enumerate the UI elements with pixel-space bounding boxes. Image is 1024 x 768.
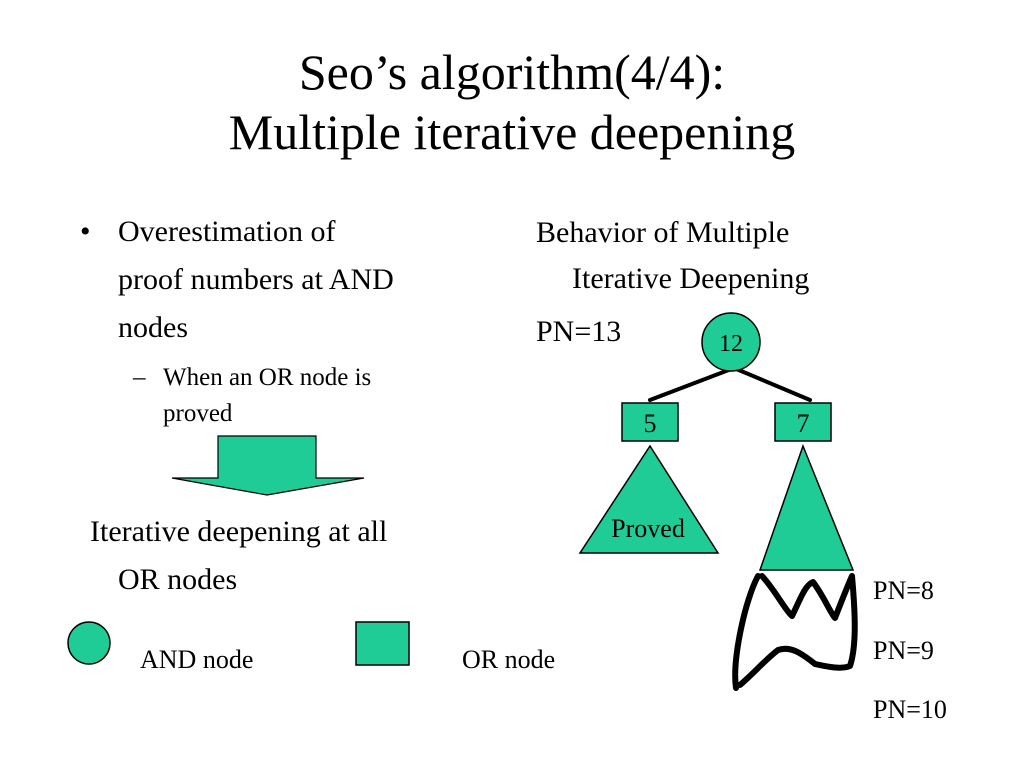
right-child-value: 7 bbox=[797, 409, 810, 438]
diagram-heading-line-2: Iterative Deepening bbox=[572, 262, 810, 295]
root-pn-label: PN=13 bbox=[536, 315, 622, 348]
left-subtree-triangle bbox=[578, 444, 720, 554]
main-bullet: • Overestimation of proof numbers at AND… bbox=[80, 208, 510, 352]
sub-bullet-line-1: When an OR node is bbox=[163, 364, 372, 391]
right-or-node bbox=[774, 402, 832, 442]
left-child-value: 5 bbox=[644, 409, 657, 438]
title-line-1: Seo’s algorithm(4/4): bbox=[298, 44, 726, 100]
main-bullet-line-1: Overestimation of bbox=[118, 215, 336, 248]
edge-root-right bbox=[732, 366, 812, 402]
search-tree-diagram: 12 5 7 Proved bbox=[578, 312, 858, 691]
title-line-2: Multiple iterative deepening bbox=[228, 104, 796, 160]
diagram-heading-line-1: Behavior of Multiple bbox=[536, 216, 790, 249]
edge-root-left bbox=[648, 366, 736, 402]
conclusion-line-2: OR nodes bbox=[118, 563, 238, 596]
root-value: 12 bbox=[719, 331, 743, 357]
left-or-node bbox=[621, 402, 679, 442]
pn-step-3: PN=10 bbox=[873, 695, 947, 724]
root-and-node bbox=[701, 312, 761, 372]
deepening-frontier-outline bbox=[732, 573, 858, 691]
diagram-heading: Behavior of Multiple Iterative Deepening bbox=[536, 210, 936, 302]
legend-and-label: AND node bbox=[140, 645, 254, 674]
conclusion-line-1: Iterative deepening at all bbox=[90, 515, 388, 548]
sub-bullet-symbol: – bbox=[133, 364, 146, 391]
pn-step-1: PN=8 bbox=[873, 576, 934, 605]
right-subtree-triangle bbox=[758, 443, 855, 571]
pn-step-2: PN=9 bbox=[873, 636, 934, 665]
legend-and-node-icon bbox=[67, 621, 111, 665]
down-arrow-icon bbox=[171, 435, 365, 496]
conclusion-text: Iterative deepening at all OR nodes bbox=[90, 508, 510, 604]
legend-square-shape bbox=[355, 621, 410, 666]
main-bullet-line-3: nodes bbox=[118, 311, 188, 344]
bullet-symbol: • bbox=[80, 215, 91, 248]
sub-bullet-line-2: proved bbox=[163, 400, 233, 427]
main-bullet-line-2: proof numbers at AND bbox=[118, 263, 394, 296]
down-arrow-shape bbox=[171, 435, 365, 496]
slide-title: Seo’s algorithm(4/4): Multiple iterative… bbox=[0, 42, 1024, 162]
proved-label: Proved bbox=[611, 514, 685, 543]
legend-or-node-icon bbox=[355, 621, 410, 666]
sub-bullet: – When an OR node is proved bbox=[133, 360, 473, 432]
legend-circle-shape bbox=[67, 621, 111, 665]
legend-or-label: OR node bbox=[462, 645, 556, 674]
